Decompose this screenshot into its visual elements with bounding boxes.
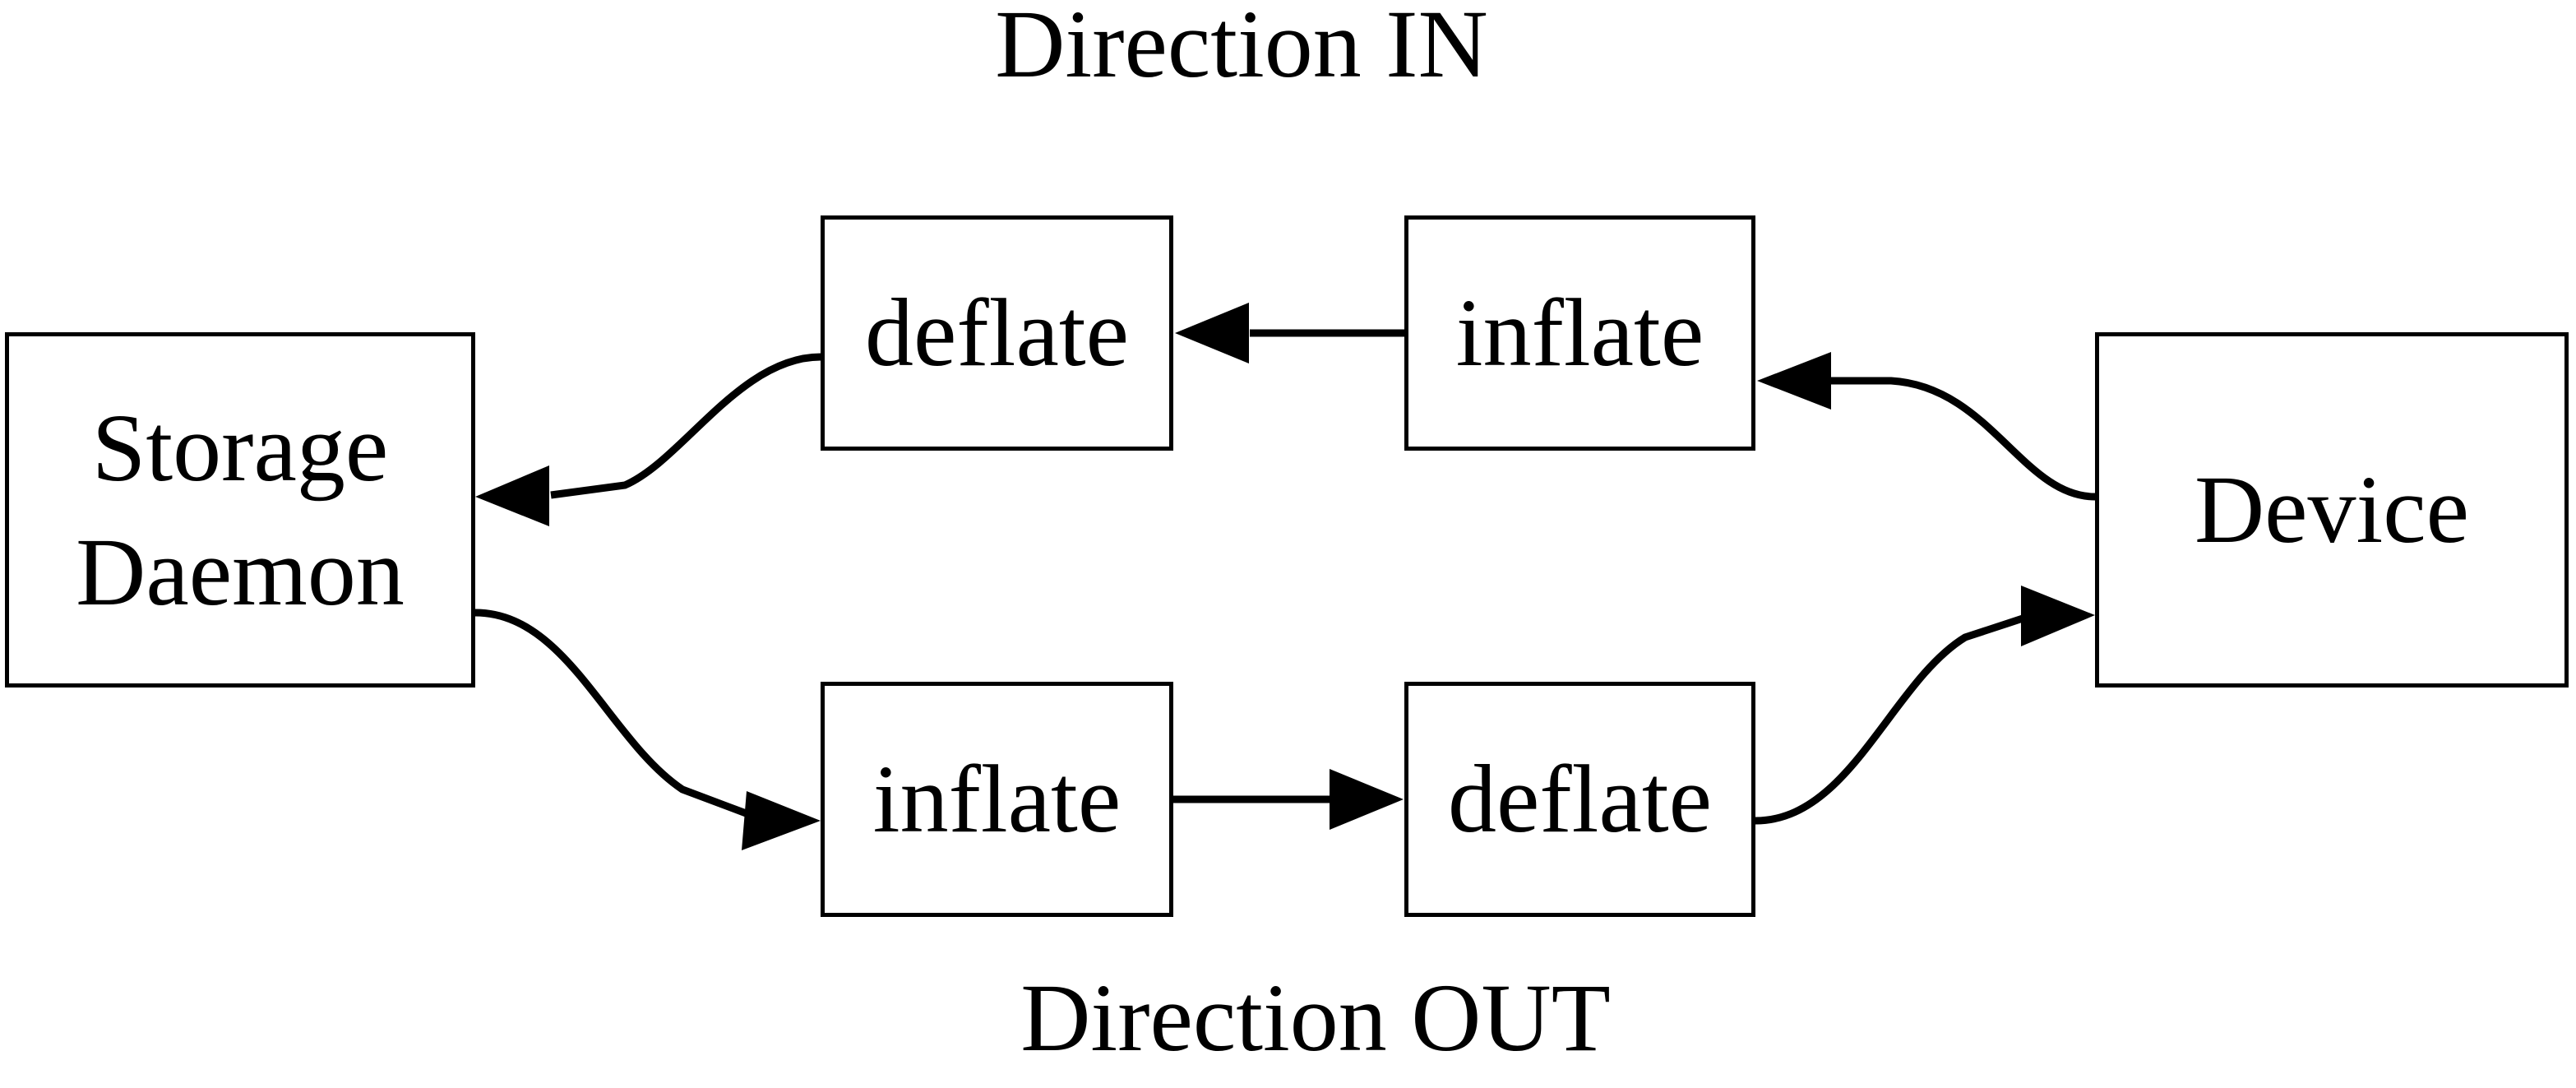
node-bottom-inflate-label: inflate: [872, 745, 1122, 854]
arrowhead-device-to-top-inflate: [1757, 352, 1831, 410]
edge-storage-daemon-to-bottom-inflate: [474, 609, 821, 850]
arrowhead-top-inflate-to-top-deflate: [1175, 303, 1249, 363]
arrowhead-top-deflate-to-storage-daemon: [475, 465, 549, 526]
node-storage-daemon-label-line2: Daemon: [76, 518, 405, 626]
node-bottom-deflate[interactable]: deflate: [1404, 682, 1755, 917]
direction-in-label: Direction IN: [995, 0, 1488, 98]
node-bottom-inflate[interactable]: inflate: [821, 682, 1173, 917]
node-storage-daemon-label-line1: Storage: [91, 393, 389, 502]
node-bottom-deflate-label: deflate: [1448, 745, 1712, 854]
node-storage-daemon[interactable]: Storage Daemon: [5, 332, 475, 688]
edge-top-deflate-to-storage-daemon: [475, 353, 821, 526]
edge-bottom-inflate-to-bottom-deflate: [1173, 769, 1404, 830]
direction-out-label: Direction OUT: [1020, 964, 1611, 1072]
node-top-inflate-label: inflate: [1455, 279, 1704, 387]
node-top-deflate-label: deflate: [865, 279, 1129, 387]
node-device[interactable]: Device: [2095, 332, 2569, 688]
node-device-label: Device: [2194, 456, 2470, 564]
edge-top-inflate-to-top-deflate: [1175, 303, 1404, 363]
edge-bottom-deflate-to-device: [1755, 586, 2095, 825]
arrowhead-storage-daemon-to-bottom-inflate: [742, 791, 821, 850]
node-top-deflate[interactable]: deflate: [821, 215, 1173, 451]
node-top-inflate[interactable]: inflate: [1404, 215, 1755, 451]
arrowhead-bottom-deflate-to-device: [2021, 586, 2095, 646]
edge-device-to-top-inflate: [1757, 352, 2096, 501]
arrowhead-bottom-inflate-to-bottom-deflate: [1330, 769, 1404, 830]
